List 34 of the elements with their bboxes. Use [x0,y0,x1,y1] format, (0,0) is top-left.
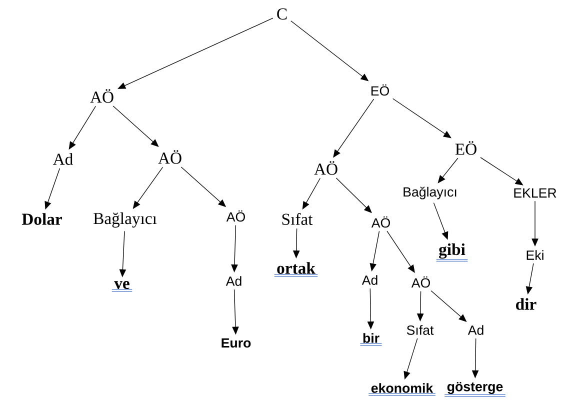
arrow [118,18,274,89]
arrow [386,230,415,273]
arrow [438,158,458,184]
word: ekonomik [368,383,436,396]
category-label: Ad [468,325,484,335]
category-label: Sıfat [406,325,434,335]
category-label: EKLER [514,188,556,198]
category-label: EÖ [455,141,476,155]
word: bir [360,333,382,346]
category-label: Bağlayıcı [94,212,157,228]
arrow [370,230,380,272]
category-label: AÖ [411,276,430,288]
category-label: AÖ [371,216,390,228]
category-label: AÖ [226,210,245,222]
category-label: Bağlayıcı [404,186,456,200]
word: ortak [274,262,318,277]
category-label: AÖ [158,150,182,164]
category-label: Ad [226,276,242,286]
category-label: AÖ [314,161,338,175]
word: Euro [222,338,251,348]
arrow [112,106,159,147]
category-label: Ad [52,153,73,165]
category-label: AÖ [90,89,114,103]
word: gösterge [444,382,506,397]
word: Dolar [22,213,62,225]
category-label: Ad [362,275,378,285]
category-label: EÖ [371,84,389,96]
category-label: Sıfat [282,213,313,225]
word: dir [516,298,536,310]
category-label: Eki [526,250,544,260]
arrow [392,98,452,138]
word: gibi [436,243,468,262]
word: ve [112,281,132,292]
category-label: C [277,8,287,20]
